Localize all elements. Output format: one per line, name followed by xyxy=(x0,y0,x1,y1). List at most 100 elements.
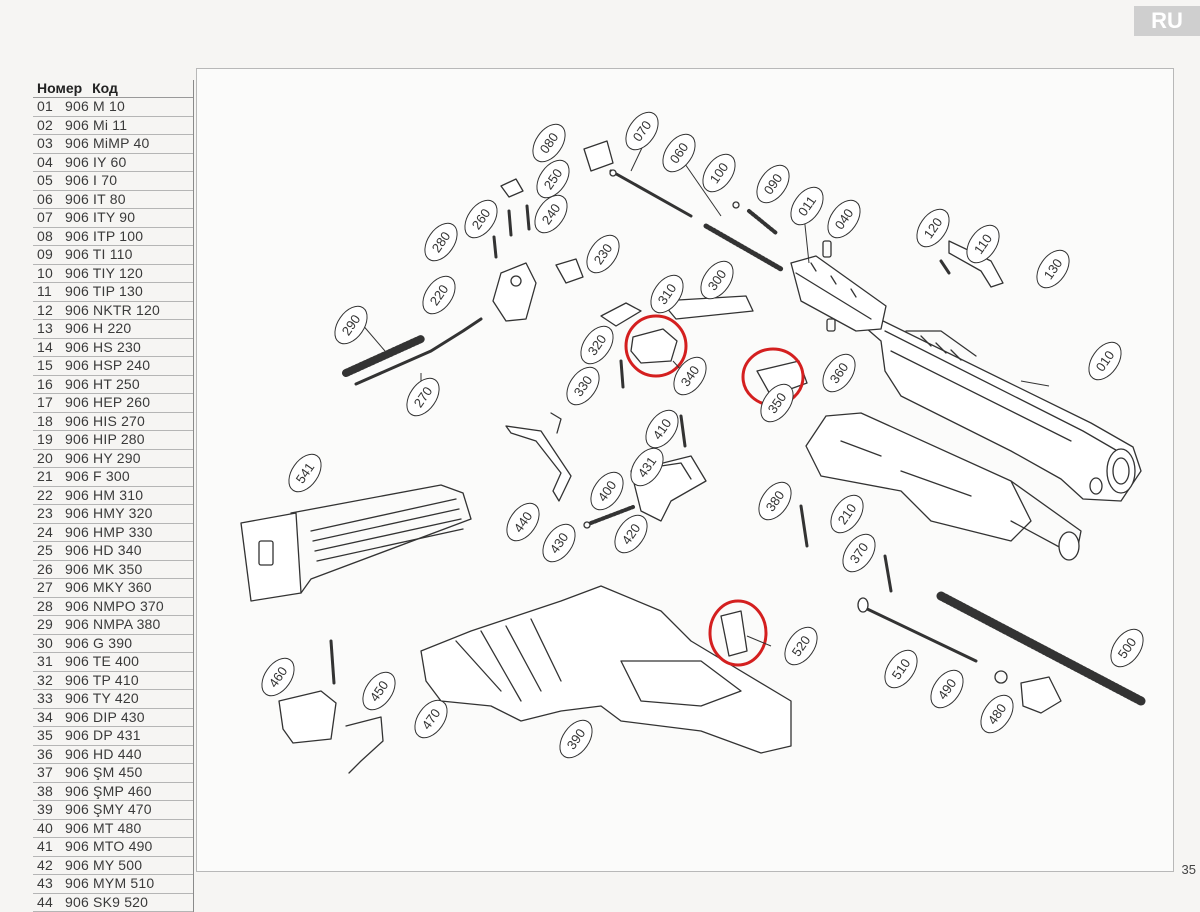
part-number: 29 xyxy=(37,616,65,634)
part-code: 906 MKY 360 xyxy=(65,579,152,595)
part-number: 28 xyxy=(37,598,65,616)
callout-340: 340 xyxy=(667,351,712,400)
callout-320: 320 xyxy=(574,320,619,369)
callout-400: 400 xyxy=(584,466,629,515)
callout-040: 040 xyxy=(821,194,866,243)
part-code: 906 HMY 320 xyxy=(65,505,153,521)
part-number: 37 xyxy=(37,764,65,782)
part-code: 906 HY 290 xyxy=(65,450,141,466)
callout-541: 541 xyxy=(282,448,327,497)
callout-370: 370 xyxy=(836,528,881,577)
part-code: 906 SK9 520 xyxy=(65,894,148,910)
part-code: 906 DIP 430 xyxy=(65,709,145,725)
part-number: 20 xyxy=(37,450,65,468)
page-number: 35 xyxy=(1182,862,1196,877)
part-number: 27 xyxy=(37,579,65,597)
part-code: 906 G 390 xyxy=(65,635,132,651)
part-number: 09 xyxy=(37,246,65,264)
part-number: 04 xyxy=(37,154,65,172)
part-number: 24 xyxy=(37,524,65,542)
callout-011: 011 xyxy=(784,181,829,230)
part-guide-rod-070 xyxy=(611,171,691,216)
part-code: 906 TIY 120 xyxy=(65,265,143,281)
header-code: Код xyxy=(92,80,118,96)
callout-070: 070 xyxy=(619,106,664,155)
part-number: 22 xyxy=(37,487,65,505)
part-number: 42 xyxy=(37,857,65,875)
callout-230: 230 xyxy=(580,229,625,278)
callout-360: 360 xyxy=(816,348,861,397)
callout-520: 520 xyxy=(778,621,823,670)
part-number: 11 xyxy=(37,283,65,301)
parts-table-header: Номер Код xyxy=(33,80,193,98)
part-code: 906 ITP 100 xyxy=(65,228,143,244)
callout-010: 010 xyxy=(1082,336,1127,385)
callout-410: 410 xyxy=(639,404,684,453)
part-code: 906 ŞMY 470 xyxy=(65,801,152,817)
callout-270: 270 xyxy=(400,372,445,421)
part-code: 906 ITY 90 xyxy=(65,209,135,225)
part-code: 906 HIP 280 xyxy=(65,431,145,447)
callout-060: 060 xyxy=(656,128,701,177)
part-code: 906 MK 350 xyxy=(65,561,143,577)
part-code: 906 NKTR 120 xyxy=(65,302,160,318)
part-code: 906 MT 480 xyxy=(65,820,141,836)
part-number: 38 xyxy=(37,783,65,801)
part-number: 06 xyxy=(37,191,65,209)
part-code: 906 TP 410 xyxy=(65,672,139,688)
part-code: 906 MY 500 xyxy=(65,857,142,873)
part-number: 31 xyxy=(37,653,65,671)
callout-220: 220 xyxy=(416,270,461,319)
part-number: 43 xyxy=(37,875,65,893)
language-badge: RU xyxy=(1134,6,1200,36)
part-number: 21 xyxy=(37,468,65,486)
callout-290: 290 xyxy=(328,300,373,349)
part-number: 12 xyxy=(37,302,65,320)
part-code: 906 HIS 270 xyxy=(65,413,145,429)
header-number: Номер xyxy=(37,80,82,96)
part-magazine xyxy=(241,485,471,601)
callout-330: 330 xyxy=(560,361,605,410)
part-number: 15 xyxy=(37,357,65,375)
exploded-view-diagram: 0800700601000902502402602800110401201101… xyxy=(197,69,1173,871)
part-code: 906 TE 400 xyxy=(65,653,139,669)
part-number: 16 xyxy=(37,376,65,394)
callout-450: 450 xyxy=(356,666,401,715)
part-code: 906 HMP 330 xyxy=(65,524,153,540)
callout-130: 130 xyxy=(1030,244,1075,293)
callout-510: 510 xyxy=(878,644,923,693)
part-number: 32 xyxy=(37,672,65,690)
part-barrel xyxy=(791,256,886,331)
part-number: 14 xyxy=(37,339,65,357)
part-code: 906 MiMP 40 xyxy=(65,135,149,151)
part-number: 18 xyxy=(37,413,65,431)
part-number: 01 xyxy=(37,98,65,116)
callout-460: 460 xyxy=(255,652,300,701)
part-number: 25 xyxy=(37,542,65,560)
part-lower-frame xyxy=(421,586,791,753)
part-number: 17 xyxy=(37,394,65,412)
